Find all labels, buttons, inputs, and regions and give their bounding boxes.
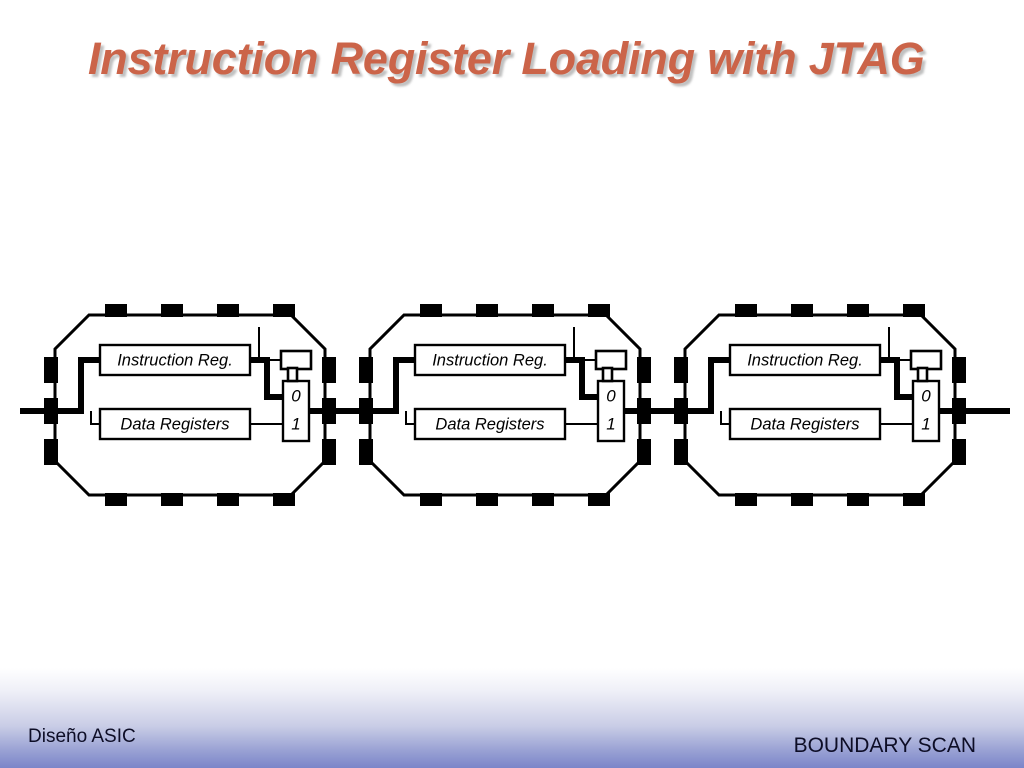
chip-1-mux-select-control-box [279,349,313,371]
chip-1-mux-input-1-label: 1 [291,414,300,433]
chip-2-instruction-register-label: Instruction Reg. [432,351,548,369]
chip-1: Instruction Reg. Data Registers 0 1 [44,304,339,506]
chip-2-pad-top-2 [476,304,498,317]
chip-1-scan-in-to-dr [90,411,100,425]
chip-2-pad-right-3 [637,439,651,465]
chip-2-pad-top-4 [588,304,610,317]
chip-2-mux-input-0-label: 0 [606,386,616,405]
chip-3-mux-input-1-label: 1 [921,414,930,433]
chip-1-mux-input-0-label: 0 [291,386,301,405]
chip-3-instruction-register-label: Instruction Reg. [747,351,863,369]
chip-2-pad-top-3 [532,304,554,317]
chip-2-pad-bottom-4 [588,493,610,506]
chip-1-pad-top-3 [217,304,239,317]
chip-1-pad-top-4 [273,304,295,317]
chip-1-pad-bottom-1 [105,493,127,506]
chip-2-data-registers-label: Data Registers [435,415,544,433]
chip-2-pad-left-3 [359,439,373,465]
chip-2-scan-in-to-dr [405,411,415,425]
chip-1-data-registers-label: Data Registers [120,415,229,433]
chip-3-ir-to-mux-input-0 [880,357,913,400]
chip-1-ir-to-mux-input-0 [250,357,283,400]
chip-3: Instruction Reg. Data Registers 0 1 [674,304,969,506]
jtag-chain-diagram: Instruction Reg.Data Registers01Instruct… [20,304,1010,506]
chip-1-pad-left-1 [44,357,58,383]
chip-3-pad-bottom-4 [903,493,925,506]
chip-3-mux-input-0-label: 0 [921,386,931,405]
footer-band [0,668,1024,768]
chip-1-pad-right-1 [322,357,336,383]
chip-3-pad-top-4 [903,304,925,317]
chip-3-scan-in-to-ir [675,357,730,414]
chip-3-instruction-register-box [728,343,882,377]
chip-2-pad-bottom-2 [476,493,498,506]
chip-2-pad-right-1 [637,357,651,383]
chip-1-pad-top-1 [105,304,127,317]
chip-3-data-registers-label: Data Registers [750,415,859,433]
chip-3-pad-right-3 [952,439,966,465]
chip-2-pad-bottom-1 [420,493,442,506]
chip-3-pad-left-3 [674,439,688,465]
chip-2: Instruction Reg. Data Registers 0 1 [359,304,654,506]
chip-2-pad-bottom-3 [532,493,554,506]
chip-3-pad-left-1 [674,357,688,383]
chip-2-mux-select-control-box [594,349,628,371]
chip-1-pad-right-3 [322,439,336,465]
chip-1-pad-left-3 [44,439,58,465]
chip-1-pad-top-2 [161,304,183,317]
chip-1-instruction-register-label: Instruction Reg. [117,351,233,369]
chip-3-scan-in-to-dr [720,411,730,425]
chip-2-mux-input-1-label: 1 [606,414,615,433]
footer-topic-label: BOUNDARY SCAN [793,734,976,757]
chip-2-instruction-register-box [413,343,567,377]
chip-2-pad-left-1 [359,357,373,383]
chip-3-pad-bottom-3 [847,493,869,506]
chip-2-scan-in-to-ir [360,357,415,414]
chip-1-mux-select-neck [286,366,299,383]
chip-3-mux-select-control-box [909,349,943,371]
chip-3-pad-bottom-2 [791,493,813,506]
chip-1-scan-in-to-ir [45,357,100,414]
chip-1-pad-bottom-4 [273,493,295,506]
footer-course-label: Diseño ASIC [28,726,136,747]
chip-1-pad-bottom-3 [217,493,239,506]
chip-3-mux-select-neck [916,366,929,383]
chip-2-pad-top-1 [420,304,442,317]
chip-3-pad-bottom-1 [735,493,757,506]
chip-3-pad-top-1 [735,304,757,317]
chip-3-pad-top-3 [847,304,869,317]
page-title: Instruction Register Loading with JTAG [88,33,925,84]
chip-2-mux-select-neck [601,366,614,383]
chip-2-ir-to-mux-input-0 [565,357,598,400]
chip-3-pad-top-2 [791,304,813,317]
chip-3-pad-right-1 [952,357,966,383]
chip-1-pad-bottom-2 [161,493,183,506]
chip-1-instruction-register-box [98,343,252,377]
